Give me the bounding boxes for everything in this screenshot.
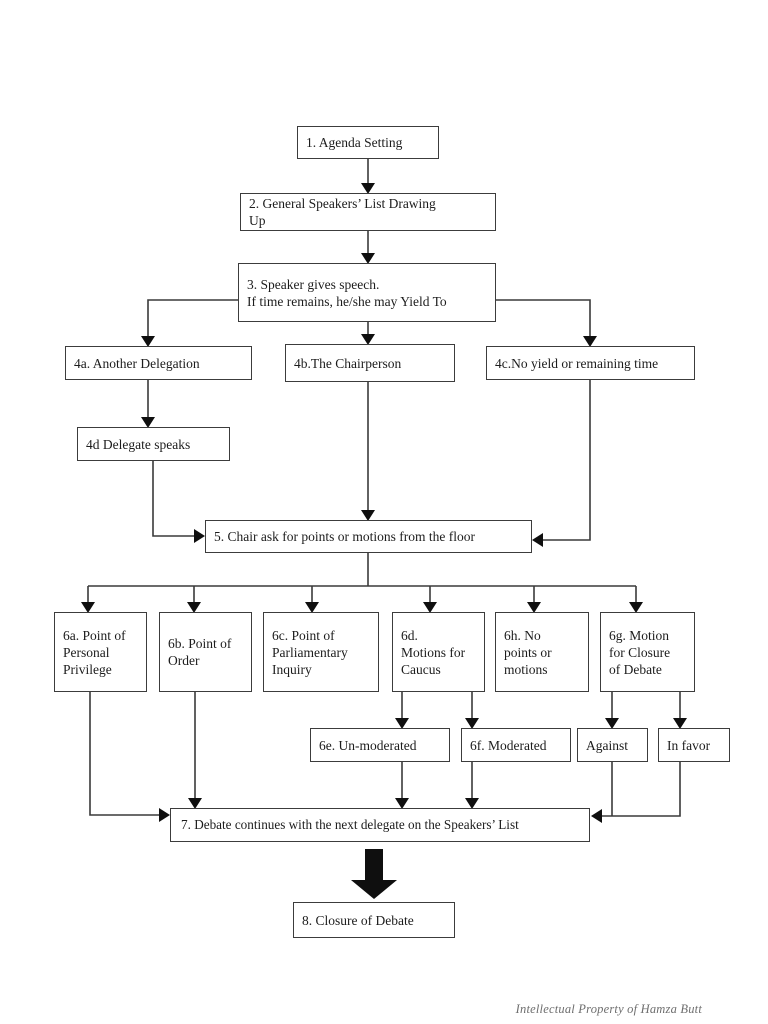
node-2-speakers-list-drawing: 2. General Speakers’ List Drawing Up bbox=[240, 193, 496, 231]
credit-line: Intellectual Property of Hamza Butt bbox=[515, 1002, 702, 1016]
node-6c-label: 6c. Point of Parliamentary Inquiry bbox=[272, 627, 348, 677]
block-arrow-7-8 bbox=[351, 849, 397, 899]
node-6a-label: 6a. Point of Personal Privilege bbox=[63, 627, 126, 677]
node-7-debate-continues: 7. Debate continues with the next delega… bbox=[170, 808, 590, 842]
node-6d-label: 6d. Motions for Caucus bbox=[401, 627, 466, 677]
node-in-favor-label: In favor bbox=[667, 737, 711, 753]
node-6e-label: 6e. Un-moderated bbox=[319, 737, 417, 753]
node-4c-label: 4c.No yield or remaining time bbox=[495, 355, 659, 371]
node-6f-label: 6f. Moderated bbox=[470, 737, 547, 753]
node-6f-moderated: 6f. Moderated bbox=[461, 728, 571, 762]
edge-6g-infavor bbox=[673, 692, 687, 729]
node-8-closure-of-debate: 8. Closure of Debate bbox=[293, 902, 455, 938]
node-6d-motions-for-caucus: 6d. Motions for Caucus bbox=[392, 612, 485, 692]
node-4b-chairperson: 4b.The Chairperson bbox=[285, 344, 455, 382]
node-6b-point-of-order: 6b. Point of Order bbox=[159, 612, 252, 692]
edge-4a-4d bbox=[141, 380, 155, 428]
node-6c-parliamentary-inquiry: 6c. Point of Parliamentary Inquiry bbox=[263, 612, 379, 692]
edge-4d-5 bbox=[152, 461, 205, 543]
edge-6g-against bbox=[605, 692, 619, 729]
node-4c-no-yield: 4c.No yield or remaining time bbox=[486, 346, 695, 380]
node-3-label: 3. Speaker gives speech. If time remains… bbox=[247, 276, 447, 309]
node-4d-delegate-speaks: 4d Delegate speaks bbox=[77, 427, 230, 461]
edge-6e-7 bbox=[395, 762, 409, 809]
edge-6b-7 bbox=[188, 692, 202, 809]
node-4a-another-delegation: 4a. Another Delegation bbox=[65, 346, 252, 380]
edge-4c-5 bbox=[532, 380, 591, 547]
node-against: Against bbox=[577, 728, 648, 762]
node-4a-label: 4a. Another Delegation bbox=[74, 355, 200, 371]
node-1-agenda-setting: 1. Agenda Setting bbox=[297, 126, 439, 159]
edge-6d-6f bbox=[465, 692, 479, 729]
node-6g-motion-closure-debate: 6g. Motion for Closure of Debate bbox=[600, 612, 695, 692]
edge-3-4a bbox=[141, 299, 238, 347]
node-6g-label: 6g. Motion for Closure of Debate bbox=[609, 627, 671, 677]
edge-6a-7 bbox=[89, 692, 170, 822]
node-5-label: 5. Chair ask for points or motions from … bbox=[214, 529, 475, 544]
node-2-label: 2. General Speakers’ List Drawing Up bbox=[249, 196, 436, 228]
edge-6d-6e bbox=[395, 692, 409, 729]
node-8-label: 8. Closure of Debate bbox=[302, 912, 414, 928]
edge-infavor-7 bbox=[591, 762, 681, 823]
edge-5-fanout bbox=[81, 553, 643, 613]
node-3-speaker-gives-speech: 3. Speaker gives speech. If time remains… bbox=[238, 263, 496, 322]
node-1-label: 1. Agenda Setting bbox=[306, 135, 403, 150]
edge-1-2 bbox=[361, 159, 375, 194]
node-6h-no-points-or-motions: 6h. No points or motions bbox=[495, 612, 589, 692]
edge-2-3 bbox=[361, 231, 375, 264]
node-4d-label: 4d Delegate speaks bbox=[86, 436, 191, 452]
node-against-label: Against bbox=[586, 737, 628, 753]
node-in-favor: In favor bbox=[658, 728, 730, 762]
node-6h-label: 6h. No points or motions bbox=[504, 627, 552, 677]
edge-4b-5 bbox=[361, 382, 375, 521]
node-5-chair-asks-points: 5. Chair ask for points or motions from … bbox=[205, 520, 532, 553]
edge-3-4b bbox=[361, 322, 375, 345]
node-7-label: 7. Debate continues with the next delega… bbox=[181, 816, 519, 832]
node-6a-personal-privilege: 6a. Point of Personal Privilege bbox=[54, 612, 147, 692]
node-4b-label: 4b.The Chairperson bbox=[294, 355, 402, 371]
node-6b-label: 6b. Point of Order bbox=[168, 636, 232, 668]
edge-6f-7 bbox=[465, 762, 479, 809]
edge-3-4c bbox=[496, 299, 597, 347]
node-6e-unmoderated: 6e. Un-moderated bbox=[310, 728, 450, 762]
